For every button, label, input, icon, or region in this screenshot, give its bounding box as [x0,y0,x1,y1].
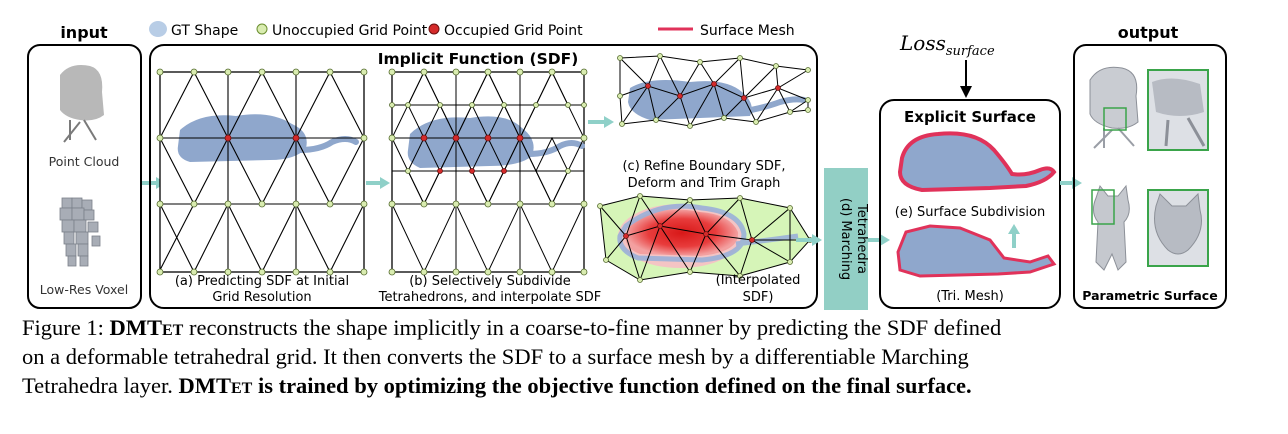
output-panel: output Parametric Surface [1073,23,1227,309]
explicit-panel: Explicit Surface (e) Surface Subdivision… [879,99,1061,309]
marching-line2: Tetrahedra [854,203,869,274]
point-cloud-image [60,65,104,143]
marching-tetrahedra-block: (d) Marching Tetrahedra [796,168,890,310]
explicit-box [879,99,1061,309]
voxel-label: Low-Res Voxel [40,282,128,297]
arrow-a-to-b [366,177,390,189]
voxel-image [59,197,101,267]
output-box [1073,44,1227,309]
loss-surface: Losssurface [899,31,995,98]
caption-line-1: Figure 1: DMTet reconstructs the shape i… [22,315,1002,340]
input-panel: input Point Cloud Low-Res Voxel [27,23,142,309]
step-c-line1: (c) Refine Boundary SDF, [622,159,785,174]
legend-unoccupied-label: Unoccupied Grid Point [272,23,428,39]
arrow-explicit-to-output [1060,177,1082,189]
initial-grid [156,68,368,276]
arrow-b-to-c [588,116,614,128]
legend-unoccupied-dot [256,23,268,35]
pipeline-figure: GT Shape Unoccupied Grid Point Occupied … [27,21,1227,310]
interpolated-sdf [597,193,813,283]
chair-render [1089,66,1209,151]
step-a-line2: Grid Resolution [212,290,311,305]
output-title: output [1118,23,1179,42]
interpolated-line2: SDF) [743,290,774,305]
subdivided-surface [897,131,1057,193]
implicit-box [149,44,818,309]
legend: GT Shape Unoccupied Grid Point Occupied … [149,21,795,39]
implicit-title: Implicit Function (SDF) [378,50,579,68]
marching-box [824,168,868,310]
loss-label: Losssurface [899,31,995,59]
legend-occupied-dot [428,23,440,35]
legend-gt-label: GT Shape [171,23,238,39]
interpolated-line1: (Interpolated [716,273,801,288]
point-cloud-label: Point Cloud [49,154,120,169]
legend-surface-mesh-label: Surface Mesh [700,23,795,39]
tri-mesh-surface [896,224,1057,278]
legend-gt-swatch [149,21,167,37]
input-title: input [60,23,108,42]
subdivision-label: (e) Surface Subdivision [895,205,1045,220]
cat-render [1091,184,1209,271]
explicit-title: Explicit Surface [904,108,1036,126]
parametric-surface-label: Parametric Surface [1082,288,1217,303]
step-c-line2: Deform and Trim Graph [628,176,781,191]
implicit-panel: Implicit Function (SDF) [149,44,818,309]
tri-mesh-label: (Tri. Mesh) [936,289,1004,304]
legend-occupied-label: Occupied Grid Point [444,23,583,39]
marching-line1: (d) Marching [838,198,853,280]
input-box [27,44,142,309]
step-b-line1: (b) Selectively Subdivide [409,274,571,289]
figure-caption: Figure 1: DMTet reconstructs the shape i… [22,313,1272,400]
deformed-grid [617,53,811,129]
step-b-line2: Tetrahedrons, and interpolate SDF [378,290,602,305]
step-a-line1: (a) Predicting SDF at Initial [175,274,349,289]
caption-line-3: Tetrahedra layer. DMTet is trained by op… [22,373,972,398]
subdivided-grid [388,68,588,276]
caption-line-2: on a deformable tetrahedral grid. It the… [22,344,969,369]
